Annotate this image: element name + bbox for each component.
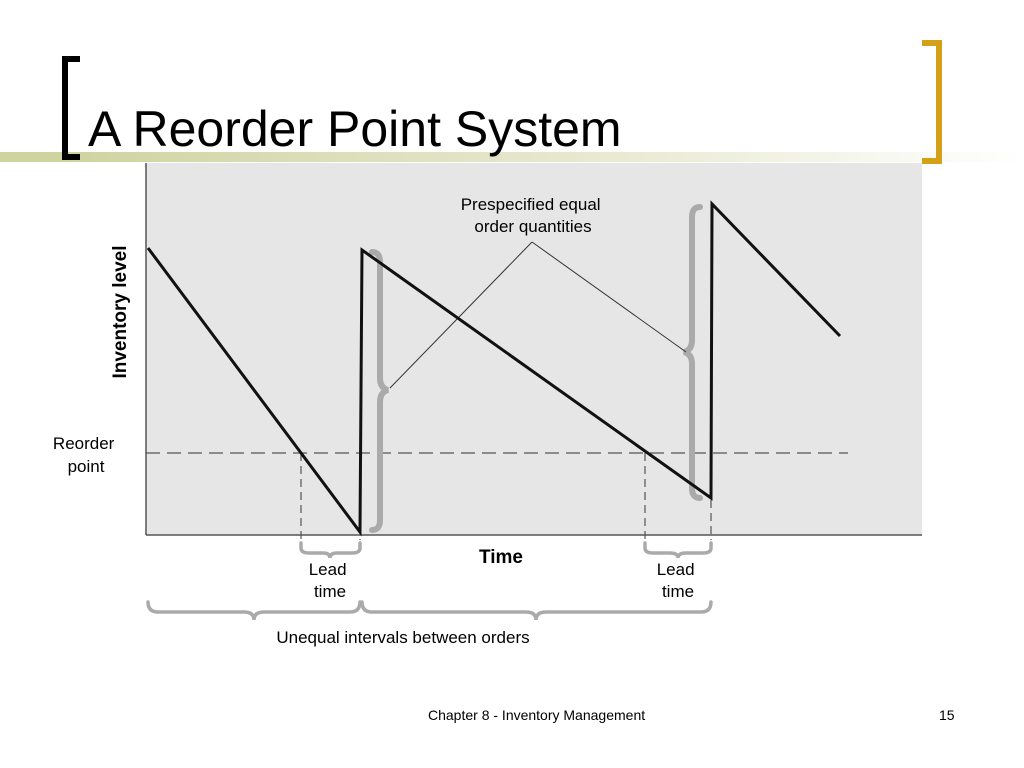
lead-time-brace — [643, 541, 713, 559]
order-quantity-brace — [683, 204, 703, 501]
annotation-label-line: order quantities — [474, 217, 591, 236]
title-rule-right — [54, 152, 1024, 162]
intervals-label: Unequal intervals between orders — [276, 628, 529, 647]
slide-title: A Reorder Point System — [88, 101, 622, 157]
title-bracket-left — [62, 56, 80, 160]
lead-time-label: Lead time — [657, 560, 700, 601]
footer-page-number: 15 — [939, 707, 955, 723]
interval-brace — [146, 600, 362, 621]
lead-time-label-line: Lead — [657, 560, 695, 579]
reorder-point-label-line: Reorder — [53, 434, 115, 453]
title-bracket-right — [922, 40, 942, 164]
title-rule-left — [0, 152, 54, 162]
lead-time-brace — [299, 541, 362, 559]
x-axis-label: Time — [479, 547, 523, 568]
inventory-level-line — [146, 200, 842, 537]
annotation-label-line: Prespecified equal — [461, 195, 601, 214]
annotation-label: Prespecified equal order quantities — [461, 195, 606, 236]
footer-chapter: Chapter 8 - Inventory Management — [428, 707, 646, 723]
y-axis-label: Inventory level — [110, 245, 131, 378]
annotation-pointer — [389, 241, 533, 389]
order-quantity-brace — [369, 249, 389, 533]
lead-time-label: Lead time — [309, 560, 352, 601]
plot-area — [146, 163, 922, 535]
annotation-pointer — [531, 241, 687, 353]
lead-time-label-line: Lead — [309, 560, 347, 579]
lead-time-label-line: time — [314, 582, 346, 601]
reorder-point-label-line: point — [68, 457, 105, 476]
reorder-point-label: Reorder point — [53, 434, 119, 476]
interval-brace — [360, 600, 713, 621]
lead-time-label-line: time — [662, 582, 694, 601]
